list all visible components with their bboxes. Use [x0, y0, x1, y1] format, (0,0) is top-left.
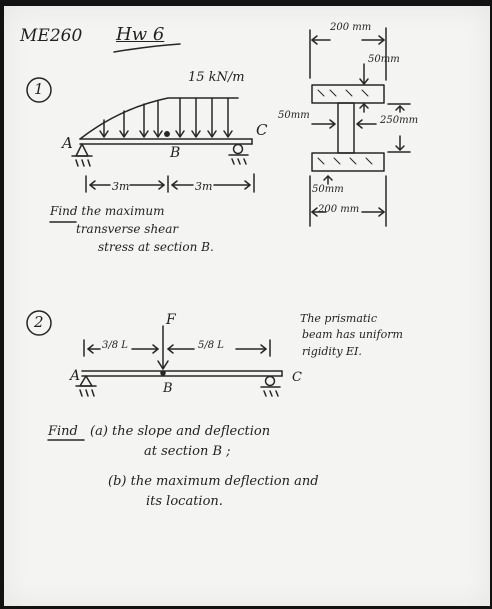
problem1-label-c: C: [256, 121, 268, 139]
problem2-label-c: C: [292, 370, 302, 385]
problem1-load-label: 15 kN/m: [188, 70, 245, 85]
problem2-dim-left: 3/8 L: [102, 340, 128, 351]
point-b2-marker: [160, 370, 166, 376]
dim-bottom-width: 200 mm: [318, 204, 360, 215]
dim-top-width: 200 mm: [330, 22, 372, 33]
problem1-number-circle: [26, 77, 52, 103]
problem2-task-find: Find: [48, 424, 78, 439]
course-title: ME260: [20, 26, 83, 46]
problem2-label-a: A: [70, 368, 81, 384]
top-flange: [311, 84, 385, 104]
problem2-task-b-line1: (b) the maximum deflection and: [108, 474, 319, 489]
paper-sheet: [4, 6, 490, 606]
problem1-span-bc: 3m: [195, 180, 213, 193]
problem1-task-line2: transverse shear: [76, 222, 179, 236]
problem1-beam-diagram: [49, 97, 255, 223]
problem2-note-line2: beam has uniform: [302, 328, 403, 341]
roller-support-c: [232, 143, 244, 155]
point-b-marker: [164, 131, 170, 137]
problem2-label-b: B: [163, 381, 173, 396]
problem1-number: 1: [34, 80, 44, 98]
problem2-note-line3: rigidity EI.: [302, 345, 362, 358]
problem2-task-a-line2: at section B ;: [144, 444, 231, 459]
problem1-label-b: B: [170, 145, 181, 161]
problem2-number: 2: [34, 313, 44, 331]
problem2-task-b-line2: its location.: [146, 494, 223, 509]
bottom-flange: [311, 152, 385, 172]
dim-web-height: 250mm: [380, 115, 419, 126]
cross-section-diagram: [309, 27, 411, 227]
problem1-label-a: A: [62, 134, 73, 152]
pin-support-a: [75, 143, 89, 157]
load-envelope: [79, 97, 239, 140]
roller-support-c2: [264, 375, 276, 387]
problem2-beam-diagram: [47, 325, 283, 441]
problem2-note-line1: The prismatic: [300, 312, 377, 325]
web: [337, 102, 355, 154]
dim-web-thickness: 50mm: [278, 110, 310, 121]
title-underline: [113, 43, 181, 53]
load-arrows: [99, 97, 233, 138]
problem1-task-line1: Find the maximum: [50, 204, 165, 218]
pin-support-a2: [79, 375, 93, 387]
dim-flange-thickness: 50mm: [368, 54, 400, 65]
problem2-number-circle: [26, 310, 52, 336]
problem1-span-ab: 3m: [112, 180, 130, 193]
problem1-task-line3: stress at section B.: [98, 240, 214, 254]
problem2-dim-right: 5/8 L: [198, 340, 224, 351]
dim-bottom-thickness: 50mm: [312, 184, 344, 195]
problem2-task-a-line1: (a) the slope and deflection: [90, 424, 271, 439]
assignment-title: Hw 6: [116, 24, 165, 45]
problem2-force-label: F: [166, 312, 176, 328]
